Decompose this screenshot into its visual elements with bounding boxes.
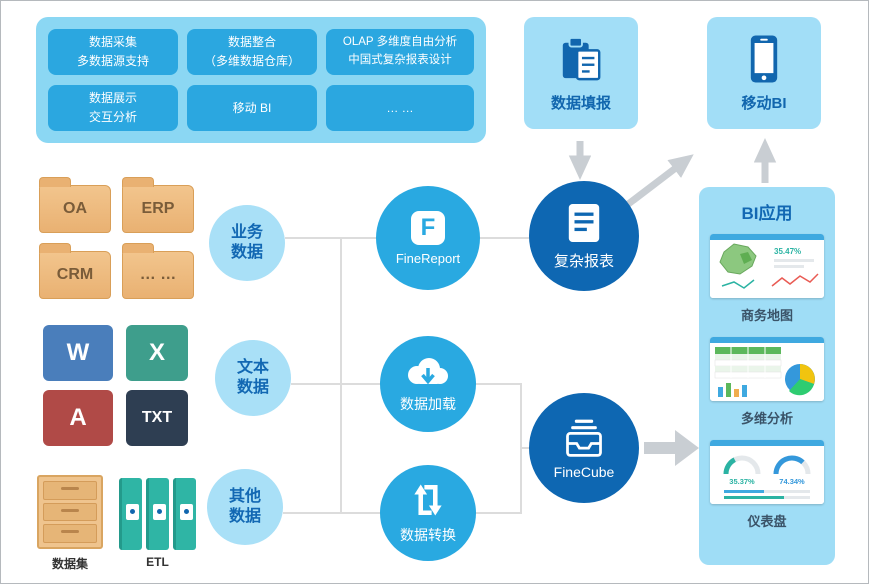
bubble-label: 数据: [230, 244, 263, 261]
etl-binders-icon: [119, 478, 196, 550]
binder-icon: [146, 478, 169, 550]
finecube-to-bi-arrow: [644, 430, 699, 466]
mobile-bi-box: 移动BI: [707, 17, 821, 129]
data-transform-node: 数据转换: [380, 465, 476, 561]
cloud-download-icon: [408, 357, 448, 384]
pill-label: 数据采集: [88, 35, 137, 50]
bi-app-caption: 仪表盘: [747, 514, 787, 529]
bubble-other-data: 其他 数据: [207, 469, 283, 545]
bi-app-business-map: 35.47% 商务地图: [710, 234, 824, 324]
capability-panel: 数据采集 多数据源支持 数据整合 （多维数据仓库） OLAP 多维度自由分析 中…: [36, 17, 486, 143]
complex-report-label: 复杂报表: [553, 253, 614, 270]
report-document-icon: [568, 204, 600, 242]
table-dashboard-preview: [710, 337, 824, 401]
bubble-label: 业务: [230, 224, 263, 241]
pill-label: 多数据源支持: [76, 54, 149, 68]
folder-more: … …: [122, 243, 194, 299]
finereport-label: FineReport: [395, 250, 461, 266]
folder-oa: OA: [39, 177, 111, 233]
map-stat-value: 35.47%: [774, 247, 801, 256]
folder-crm-label: CRM: [56, 266, 94, 283]
binder-icon: [119, 478, 142, 550]
doc-a-label: A: [69, 404, 87, 431]
doc-a-tile: A: [43, 390, 113, 446]
folder-erp-label: ERP: [141, 200, 175, 217]
folder-oa-label: OA: [63, 200, 87, 217]
multidim-analysis-thumbnail: [710, 337, 824, 401]
smartphone-icon: [750, 34, 778, 83]
doc-x-tile: X: [126, 325, 188, 381]
pill-label: … …: [386, 100, 414, 115]
pill-data-display: 数据展示 交互分析: [48, 85, 178, 131]
mobile-bi-label: 移动BI: [741, 94, 787, 112]
bubble-label: 数据: [236, 379, 269, 396]
bi-app-dashboard: 35.37% 74.34% 仪表盘: [710, 440, 824, 530]
pill-more: … …: [326, 85, 474, 131]
pill-label: 数据整合: [227, 35, 276, 50]
data-transform-label: 数据转换: [400, 527, 456, 543]
finecube-node: FineCube: [529, 393, 639, 503]
finereport-node: F FineReport: [376, 186, 480, 290]
pill-label: 移动 BI: [232, 100, 272, 115]
bubble-text-data: 文本 数据: [215, 340, 291, 416]
source-trunk-line: [283, 237, 428, 514]
bubble-label: 数据: [228, 508, 261, 525]
gauge-2-value: 74.34%: [779, 477, 805, 486]
bi-app-caption: 商务地图: [740, 308, 793, 323]
bi-apps-panel: BI应用 35.47% 商务地图: [699, 187, 835, 565]
binder-icon: [173, 478, 196, 550]
dashboard-thumbnail: 35.37% 74.34%: [710, 440, 824, 504]
data-load-label: 数据加载: [400, 395, 456, 412]
etl-label: ETL: [146, 555, 169, 569]
folder-erp: ERP: [122, 177, 194, 233]
bi-app-caption: 多维分析: [740, 411, 793, 426]
finereport-logo-icon: F: [411, 210, 445, 245]
complex-report-node: 复杂报表: [529, 181, 639, 291]
pill-data-collection: 数据采集 多数据源支持: [48, 29, 178, 75]
gauge-dashboard-preview: 35.37% 74.34%: [710, 440, 824, 504]
pill-label: 中国式复杂报表设计: [348, 54, 452, 66]
bubble-label: 文本: [236, 359, 269, 376]
doc-w-tile: W: [43, 325, 113, 381]
pill-label: OLAP 多维度自由分析: [342, 36, 458, 49]
doc-x-label: X: [148, 339, 165, 366]
folder-crm: CRM: [39, 243, 111, 299]
dataset-label: 数据集: [51, 557, 88, 571]
bi-panel-title: BI应用: [741, 204, 793, 223]
finecube-label: FineCube: [553, 463, 615, 480]
folder-more-label: … …: [139, 266, 177, 283]
map-dashboard-preview: 35.47%: [710, 234, 824, 298]
data-entry-label: 数据填报: [550, 94, 611, 112]
pill-label: 交互分析: [88, 110, 137, 124]
transform-arrows-icon: [414, 484, 442, 516]
pill-data-integration: 数据整合 （多维数据仓库）: [187, 29, 317, 75]
doc-txt-tile: TXT: [126, 390, 188, 446]
cabinet-drawer: [43, 481, 97, 500]
dataset-cabinet-icon: [37, 475, 103, 549]
data-load-node: 数据加载: [380, 336, 476, 432]
report-to-mobile-arrow: [624, 154, 694, 208]
bi-app-multidim-analysis: 多维分析: [710, 337, 824, 427]
bubble-label: 其他: [228, 488, 261, 505]
cabinet-drawer: [43, 502, 97, 522]
doc-txt-label: TXT: [141, 409, 173, 426]
pill-label: 数据展示: [88, 91, 137, 106]
clipboard-icon: [562, 36, 601, 80]
cabinet-drawer: [43, 524, 97, 544]
pill-olap-analysis: OLAP 多维度自由分析 中国式复杂报表设计: [326, 29, 474, 75]
bubble-business-data: 业务 数据: [209, 205, 285, 281]
finereport-logo-letter: F: [420, 213, 436, 241]
business-map-thumbnail: 35.47%: [710, 234, 824, 298]
pill-label: （多维数据仓库）: [203, 54, 300, 68]
data-entry-box: 数据填报: [524, 17, 638, 129]
pill-mobile-bi: 移动 BI: [187, 85, 317, 131]
cube-drawer-icon: [566, 419, 602, 457]
doc-w-label: W: [66, 339, 90, 366]
gauge-1-value: 35.37%: [729, 477, 755, 486]
